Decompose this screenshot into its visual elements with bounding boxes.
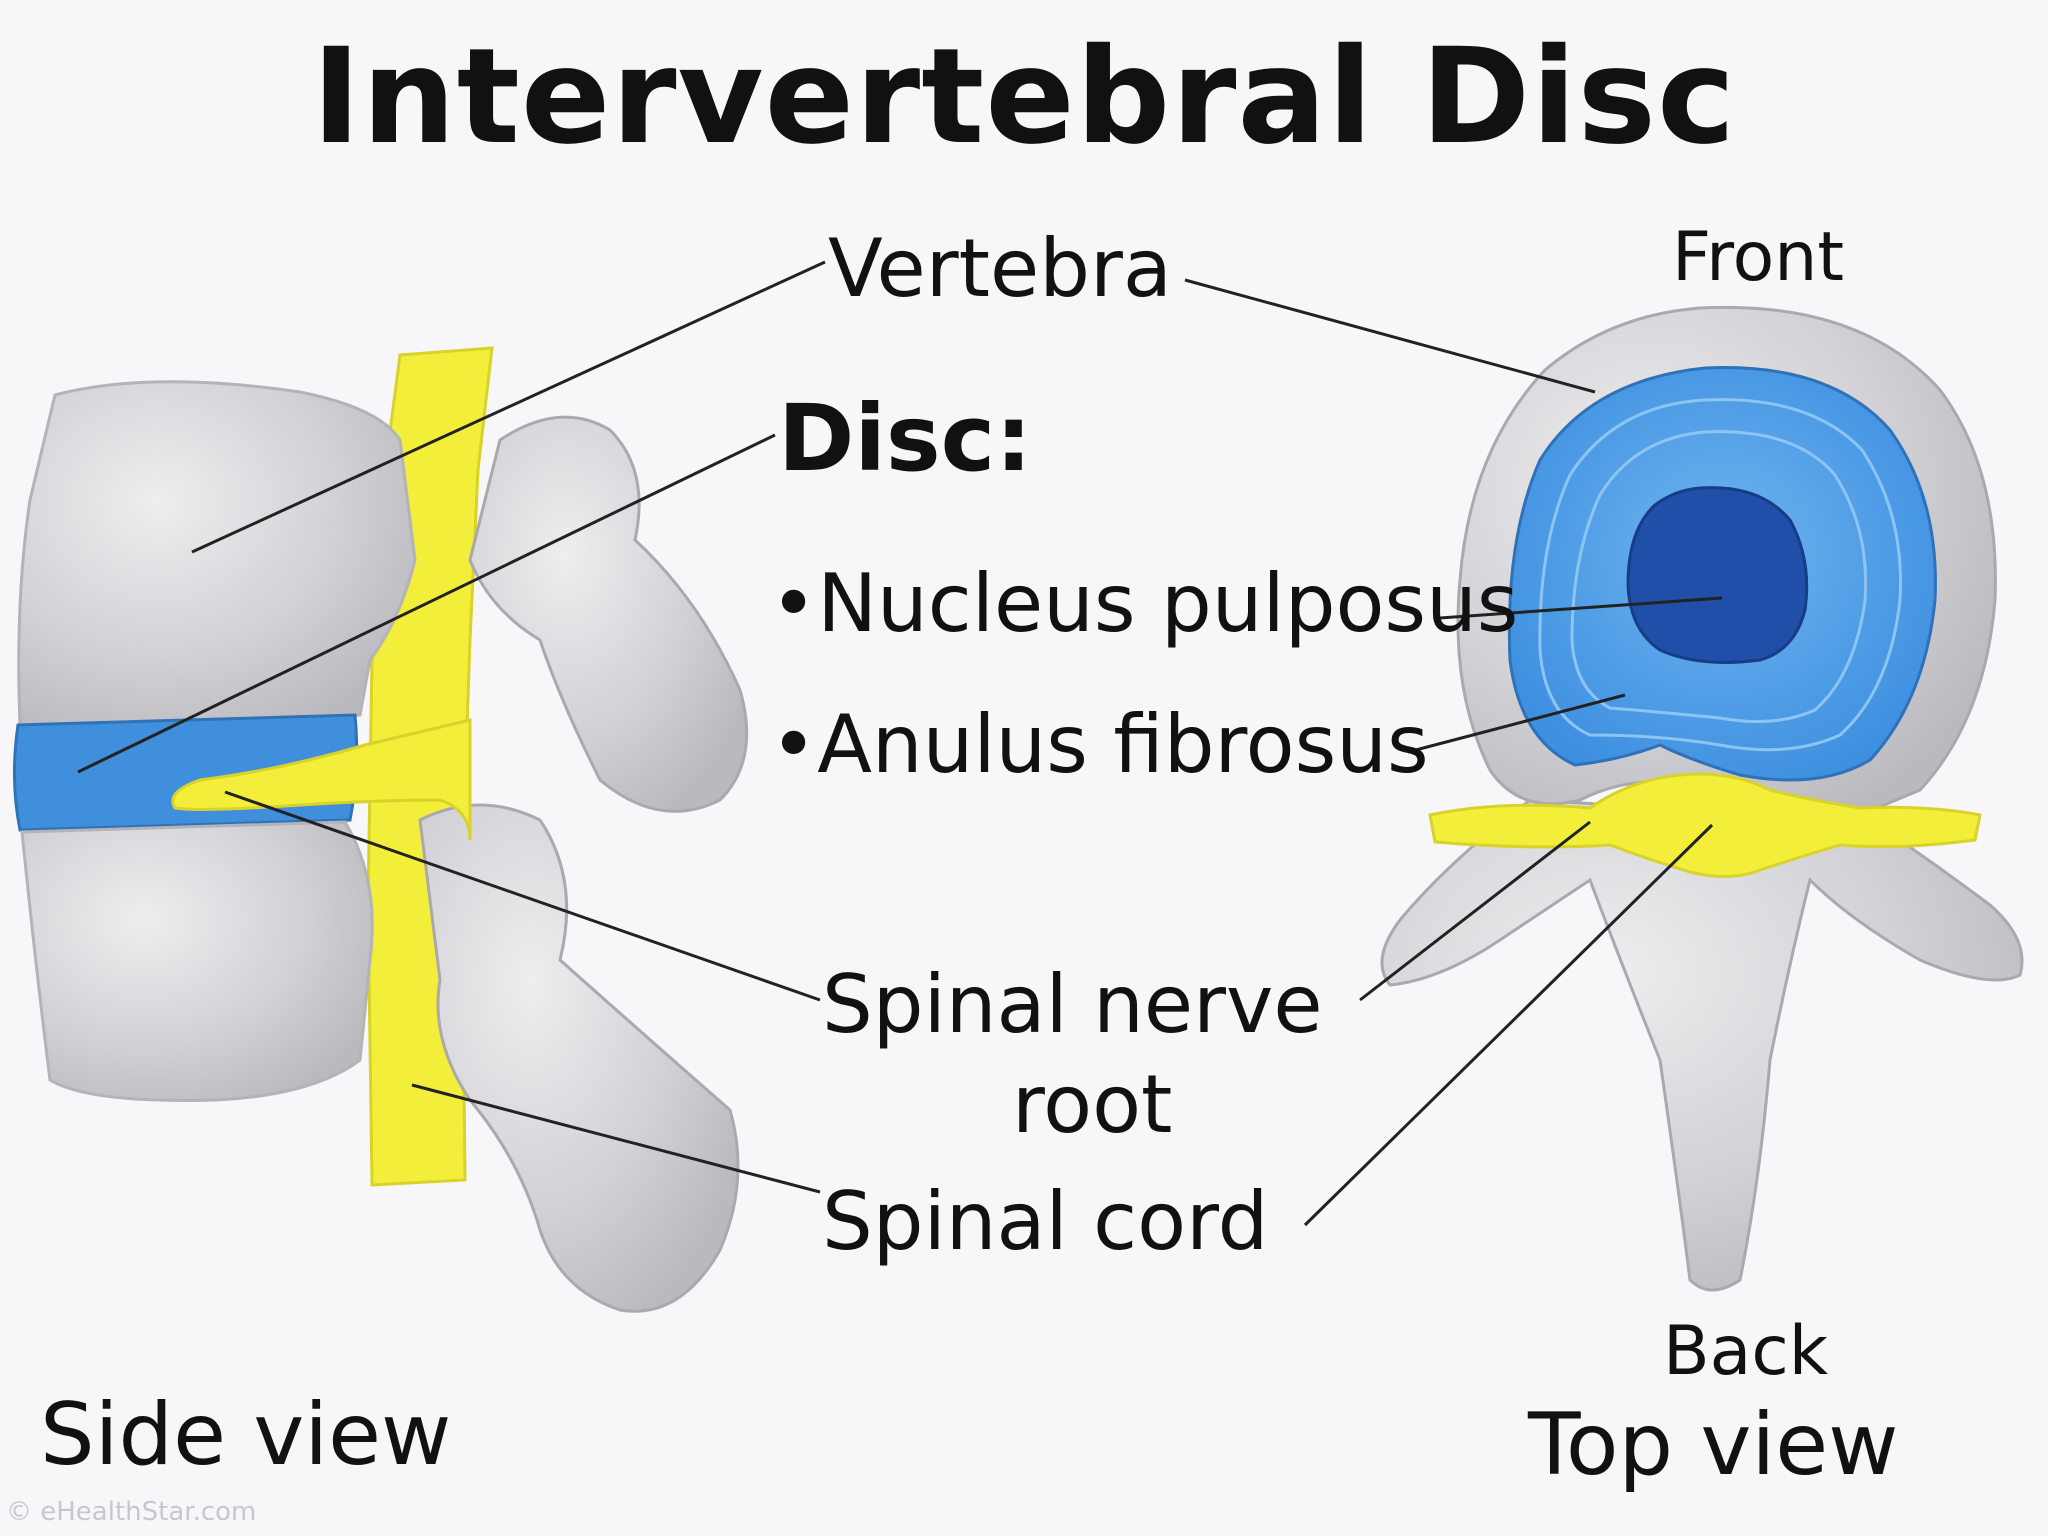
label-top-view: Top view [1528,1395,1899,1495]
top-anulus-ring [1538,398,1902,752]
label-disc-heading: Disc: [778,385,1032,492]
side-upper-vertebra [17,380,417,727]
watermark: © eHealthStar.com [6,1497,257,1527]
leader-vertebra-side [191,260,826,554]
leader-cord-side [411,1083,821,1194]
side-lower-vertebra [20,820,374,1102]
label-spinal-nerve-line2: root [1012,1058,1173,1151]
side-lower-process [418,803,740,1313]
label-side-view: Side view [40,1385,452,1485]
label-back: Back [1663,1312,1829,1391]
leader-nucleus [1439,596,1723,620]
label-vertebra: Vertebra [828,222,1172,315]
leader-nerve-top [1359,820,1591,1002]
top-anulus-ring [1570,430,1868,724]
leader-nerve-side [224,790,821,1002]
label-front: Front [1672,218,1844,297]
leader-cord-top [1303,823,1714,1227]
side-upper-process [468,415,749,813]
leader-lines [77,260,1723,1227]
diagram-title: Intervertebral Disc [311,20,1737,174]
top-nucleus-pulposus [1626,486,1809,664]
leader-disc [77,433,776,774]
side-view-illustration [12,346,749,1313]
leader-vertebra-top [1184,278,1596,394]
side-nerve-root [171,718,472,841]
label-spinal-nerve-line1: Spinal nerve [822,958,1323,1051]
label-nucleus-pulposus: •Nucleus pulposus [770,557,1519,650]
top-posterior-elements [1380,798,2024,1292]
label-spinal-cord: Spinal cord [822,1175,1269,1268]
top-spinal-nerves [1428,772,1982,879]
label-anulus-fibrosus: •Anulus fibrosus [770,698,1429,791]
top-view-illustration [1380,305,2024,1292]
leader-anulus [1407,693,1626,754]
